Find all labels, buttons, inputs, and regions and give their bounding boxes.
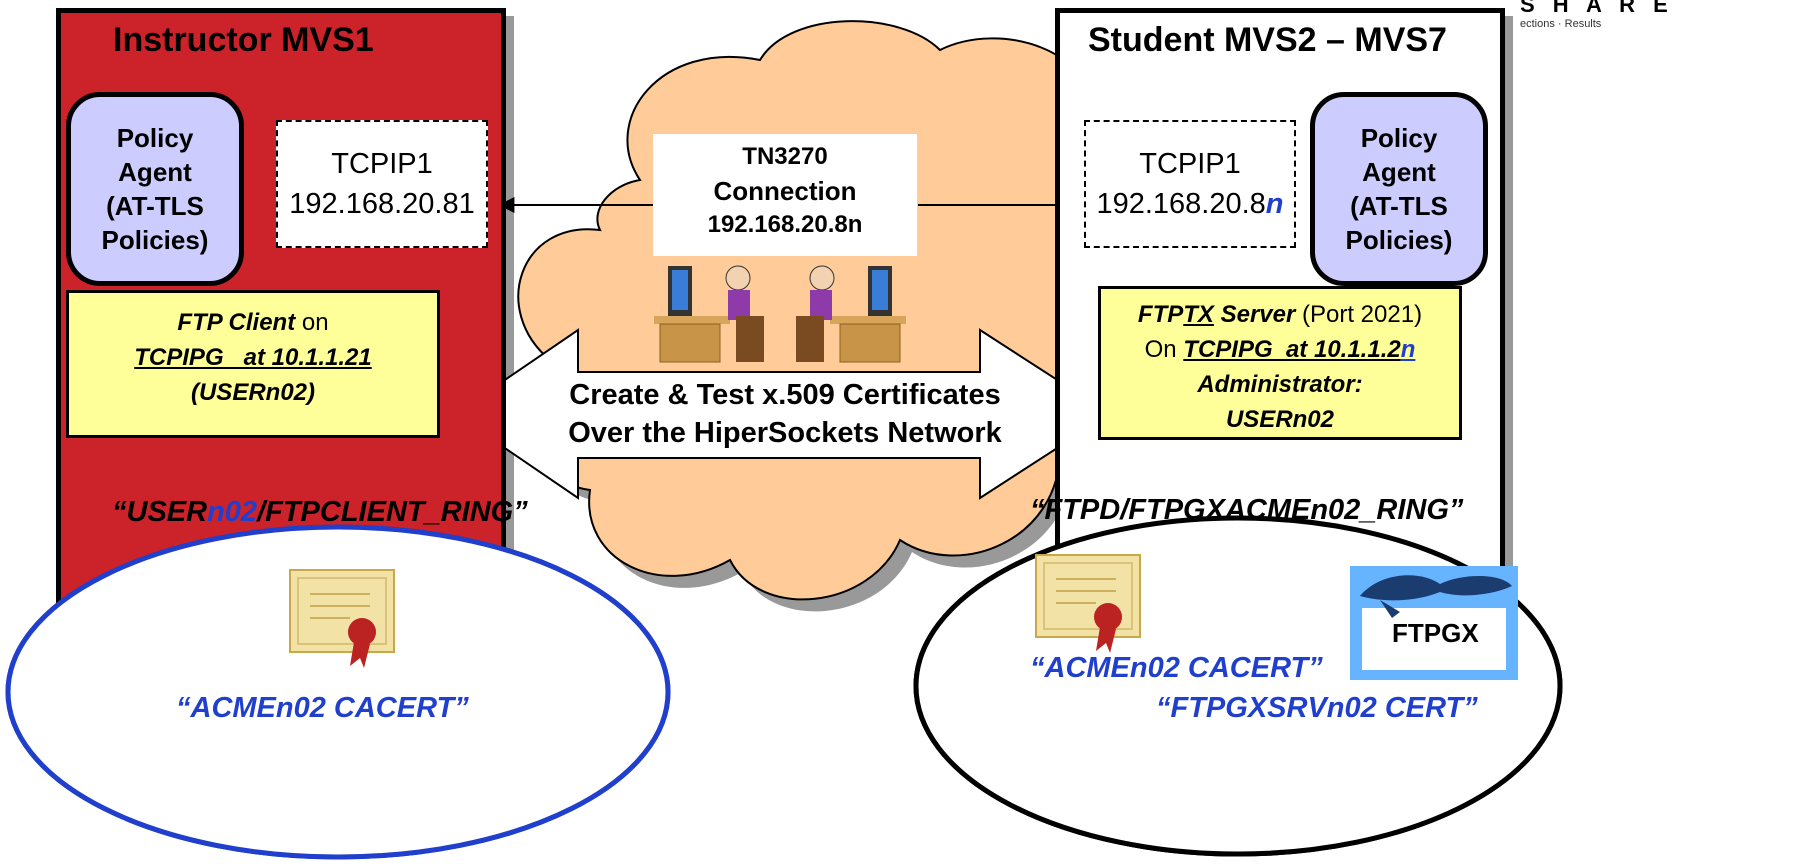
client-keyring-label: “USERn02/FTPCLIENT_RING” xyxy=(112,496,528,528)
left-tcpip-name: TCPIP1 xyxy=(331,148,433,180)
ftp-client-box: FTP Client on TCPIPG at 10.1.1.21 (USERn… xyxy=(66,290,440,438)
tn3270-connection-box: TN3270 Connection 192.168.20.8n xyxy=(653,134,917,256)
right-tcpip-name: TCPIP1 xyxy=(1139,148,1241,180)
instructor-panel-title: Instructor MVS1 xyxy=(113,21,374,59)
server-cert-label: “FTPGXSRVn02 CERT” xyxy=(1156,692,1478,724)
right-policy-agent: Policy Agent (AT-TLS Policies) xyxy=(1310,92,1488,286)
certificate-icon xyxy=(289,569,395,668)
right-tcpip-box: TCPIP1 192.168.20.8n xyxy=(1084,120,1296,248)
left-tcpip-ip: 192.168.20.81 xyxy=(289,188,475,220)
right-tcpip-ip: 192.168.20.8n xyxy=(1096,188,1284,220)
left-policy-agent: Policy Agent (AT-TLS Policies) xyxy=(66,92,244,286)
left-tcpip-box: TCPIP1 192.168.20.81 xyxy=(276,120,488,248)
users-at-computers xyxy=(654,265,906,363)
left-cacert-label: “ACMEn02 CACERT” xyxy=(176,692,469,724)
certificate-arrow-text: Create & Test x.509 Certificates Over th… xyxy=(568,379,1002,449)
person-computer-icon xyxy=(654,265,764,363)
ftpgx-label: FTPGX xyxy=(1392,618,1479,648)
ftpgx-server-cert-box xyxy=(1350,566,1518,680)
server-keyring-label: “FTPD/FTPGXACMEn02_RING” xyxy=(1030,494,1464,526)
student-panel-title: Student MVS2 – MVS7 xyxy=(1088,21,1447,59)
person-computer-icon xyxy=(796,265,906,363)
share-logo: S H A R E ections · Results xyxy=(1520,0,1674,30)
ftp-server-box: FTPTX Server (Port 2021) On TCPIPG at 10… xyxy=(1098,286,1462,440)
certificate-icon xyxy=(1035,554,1141,653)
right-cacert-label: “ACMEn02 CACERT” xyxy=(1030,652,1323,684)
